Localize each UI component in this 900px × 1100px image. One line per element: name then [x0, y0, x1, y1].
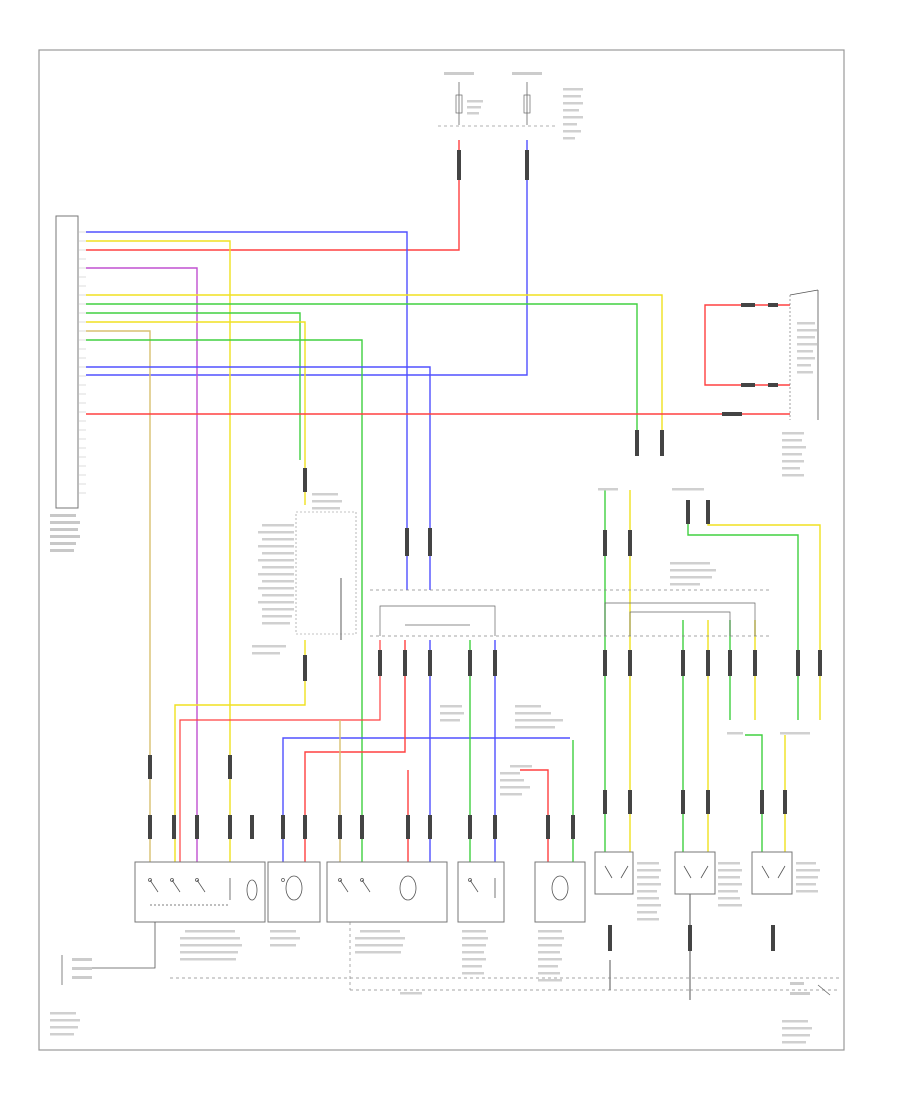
ground-point-right — [782, 982, 831, 1044]
junction-block-left — [252, 493, 357, 655]
junction-block-right — [370, 488, 770, 637]
door-switch-b — [674, 851, 716, 895]
ground-bus — [90, 922, 840, 995]
control-module-connector — [50, 215, 86, 552]
mid-labels — [440, 705, 810, 796]
rear-window-motor-a — [457, 861, 505, 923]
ground-point-left — [50, 955, 92, 1036]
door-switch-a — [594, 851, 634, 895]
power-feed-fuse-2 — [512, 72, 583, 140]
power-feed-fuse-1 — [444, 72, 483, 125]
power-relay — [722, 289, 819, 477]
master-window-switch — [134, 861, 266, 923]
rear-window-switch — [326, 861, 448, 923]
door-switch-c — [751, 851, 793, 895]
wire-terminal-markers — [148, 150, 822, 951]
rear-window-motor-b — [534, 861, 586, 923]
module-captions — [180, 862, 820, 982]
diagram-frame — [38, 49, 845, 1051]
front-window-motor — [267, 861, 321, 923]
